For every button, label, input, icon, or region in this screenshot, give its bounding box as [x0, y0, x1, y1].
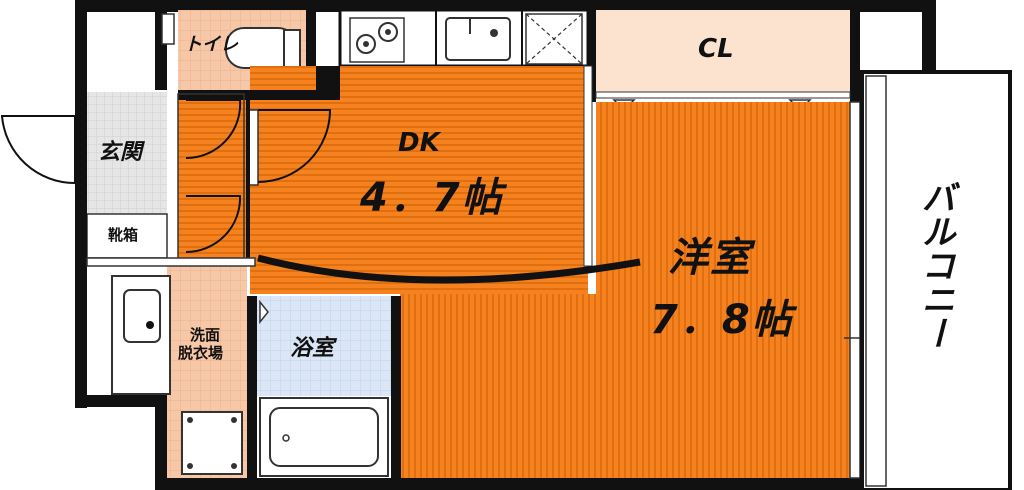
hall-door-swing	[185, 195, 242, 253]
bathroom-name: 浴室	[290, 336, 335, 361]
closet-floor	[596, 10, 850, 92]
burner-icon	[356, 34, 376, 54]
balcony-name: バルコニー	[915, 180, 955, 350]
toilet-tank	[283, 29, 301, 69]
outer-wall-left-lower	[75, 395, 165, 407]
closet-wall-right	[850, 10, 860, 102]
dk-room-name: DK	[398, 128, 440, 158]
entrance-floor	[87, 92, 167, 214]
toilet-wall	[306, 10, 316, 100]
outer-wall-top	[75, 0, 935, 12]
outer-wall-right	[922, 0, 936, 72]
western-floor-lower	[400, 294, 596, 478]
dk-door-swing	[257, 109, 332, 183]
dk-wall-top	[316, 66, 340, 100]
washroom-name-line2: 脱衣場	[178, 344, 224, 362]
vanity-sink	[123, 289, 161, 343]
closet-wall-left	[588, 10, 596, 102]
bathtub-basin	[269, 407, 379, 467]
entrance-wall-top	[75, 8, 87, 116]
balcony-rail	[865, 75, 887, 487]
washing-machine-space	[181, 411, 243, 475]
outer-wall-left-lower2	[155, 395, 167, 490]
closet-name: CL	[698, 34, 734, 64]
entrance-wall-mid	[75, 183, 87, 395]
shoe-box	[86, 213, 168, 259]
closet-door-rail	[595, 91, 851, 99]
entrance-door-swing	[0, 115, 76, 185]
dk-floor	[250, 66, 588, 294]
washroom-wall-top	[86, 257, 256, 267]
washroom-wall-right	[247, 296, 257, 478]
outer-wall-bottom	[155, 478, 860, 490]
sink	[445, 17, 511, 61]
western-wall-right	[849, 101, 861, 479]
washroom-name-line1: 洗面	[190, 326, 221, 344]
shoe-box-name: 靴箱	[108, 226, 139, 244]
dk-western-partition	[583, 65, 593, 267]
western-room-name: 洋室	[668, 235, 752, 281]
western-room-size: 7．8帖	[650, 297, 794, 343]
entrance-name: 玄関	[98, 140, 143, 165]
western-floor	[596, 102, 850, 478]
curved-partition	[257, 254, 641, 284]
bath-door-marker	[259, 299, 269, 325]
dk-room-size: 4．7帖	[360, 175, 504, 221]
hall-door-swing	[185, 99, 242, 160]
sink-drain-icon	[490, 29, 498, 37]
bathroom-floor	[257, 296, 391, 396]
toilet-corner-box	[161, 13, 175, 45]
burner-icon	[378, 22, 398, 42]
dk-wall-top2	[178, 90, 316, 100]
dk-floor-left	[178, 94, 250, 264]
toilet-name: トイレ	[184, 34, 238, 55]
bathroom-wall-right	[391, 296, 401, 478]
